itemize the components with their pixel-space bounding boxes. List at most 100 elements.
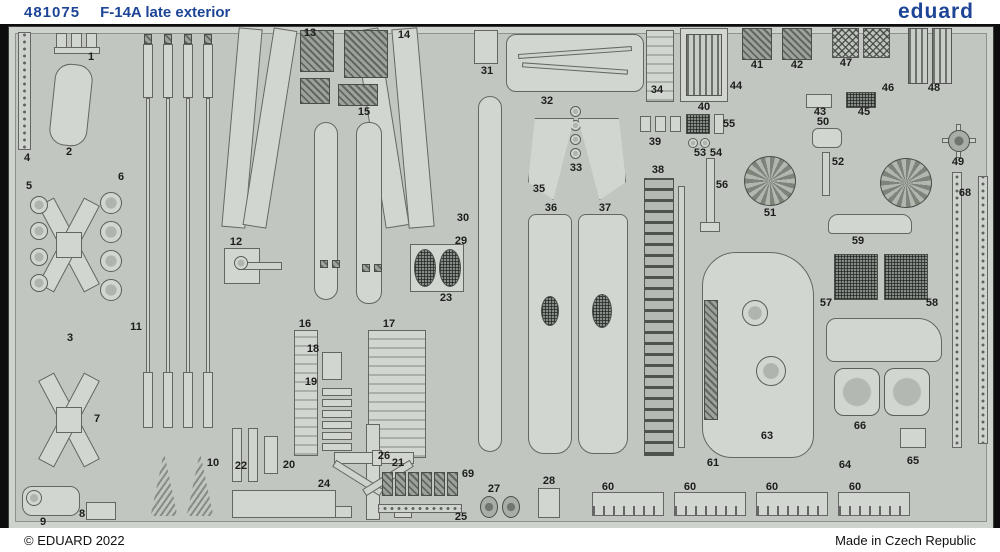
pe-part-shape	[686, 34, 722, 96]
pe-part-shape	[56, 407, 82, 433]
pe-part-shape	[640, 116, 651, 132]
part-number-label: 11	[130, 321, 142, 333]
pe-part-shape	[978, 176, 988, 444]
part-number-label: 10	[206, 457, 220, 469]
pe-part-shape	[742, 28, 772, 60]
pe-part-shape	[300, 30, 334, 72]
part-number-label: 44	[729, 80, 743, 92]
pe-part-shape	[100, 279, 122, 301]
pe-part-shape	[232, 490, 336, 518]
pe-part-shape	[248, 428, 258, 482]
pe-part-shape	[863, 28, 890, 58]
part-number-label: 60	[683, 481, 697, 493]
part-number-label: 19	[304, 376, 318, 388]
pe-part-shape	[183, 44, 193, 98]
pe-part-shape	[164, 34, 172, 44]
header-bar: 481075 F-14A late exterior eduard	[0, 0, 1000, 24]
part-number-label: 18	[306, 343, 320, 355]
pe-part-shape	[846, 92, 876, 108]
part-number-label: 32	[540, 95, 554, 107]
part-number-label: 41	[750, 59, 764, 71]
pe-part-shape	[700, 138, 710, 148]
part-number-label: 46	[881, 82, 895, 94]
pe-part-shape	[146, 98, 150, 388]
pe-part-shape	[322, 399, 352, 407]
pe-part-shape	[908, 28, 928, 84]
part-number-label: 66	[853, 420, 867, 432]
part-number-label: 12	[229, 236, 243, 248]
part-number-label: 21	[391, 457, 405, 469]
part-number-label: 17	[382, 318, 396, 330]
pe-part-shape	[421, 472, 432, 496]
pe-part-shape	[334, 506, 352, 518]
part-number-label: 63	[760, 430, 774, 442]
pe-part-shape	[502, 496, 520, 518]
pe-part-shape	[186, 98, 190, 388]
part-number-label: 38	[651, 164, 665, 176]
part-number-label: 61	[706, 457, 720, 469]
part-number-label: 2	[65, 146, 73, 158]
pe-part-shape	[54, 47, 100, 54]
pe-part-shape	[434, 472, 445, 496]
part-number-label: 48	[927, 82, 941, 94]
part-number-label: 68	[958, 187, 972, 199]
pe-part-shape	[30, 196, 48, 214]
pe-part-shape	[166, 98, 170, 388]
part-number-label: 8	[78, 508, 86, 520]
pe-part-shape	[184, 34, 192, 44]
pe-part-shape	[26, 490, 42, 506]
pe-part-shape	[541, 296, 559, 326]
pe-part-shape	[378, 504, 462, 513]
pe-part-shape	[447, 472, 458, 496]
part-number-label: 27	[487, 483, 501, 495]
pe-part-shape	[30, 222, 48, 240]
pe-part-shape	[570, 148, 581, 159]
pe-part-shape	[294, 330, 318, 456]
pe-part-shape	[372, 450, 382, 466]
part-number-label: 49	[951, 156, 965, 168]
part-number-label: 60	[765, 481, 779, 493]
pe-part-shape	[300, 78, 330, 104]
pe-part-shape	[700, 222, 720, 232]
pe-part-shape	[408, 472, 419, 496]
pe-part-shape	[395, 472, 406, 496]
pe-part-shape	[948, 130, 970, 152]
pe-part-shape	[655, 116, 666, 132]
pe-part-shape	[538, 488, 560, 518]
pe-part-shape	[320, 260, 328, 268]
pe-part-shape	[570, 134, 581, 145]
part-number-label: 52	[831, 156, 845, 168]
part-number-label: 40	[697, 101, 711, 113]
pe-part-shape	[56, 232, 82, 258]
pe-part-shape	[163, 372, 173, 428]
pe-part-shape	[382, 472, 393, 496]
pe-part-shape	[686, 114, 710, 134]
part-number-label: 16	[298, 318, 312, 330]
pe-part-shape	[30, 274, 48, 292]
pe-part-shape	[338, 84, 378, 106]
pe-part-shape	[880, 158, 932, 208]
pe-part-shape	[678, 186, 685, 448]
pe-part-shape	[356, 122, 382, 304]
part-number-label: 26	[377, 450, 391, 462]
pe-part-shape	[322, 410, 352, 418]
part-number-label: 30	[456, 212, 470, 224]
pe-part-shape	[366, 424, 380, 520]
part-number-label: 42	[790, 59, 804, 71]
pe-part-shape	[782, 28, 812, 60]
part-number-label: 35	[532, 183, 546, 195]
part-number-label: 13	[303, 27, 317, 39]
pe-part-shape	[234, 256, 248, 270]
pe-part-shape	[670, 116, 681, 132]
part-number-label: 5	[25, 180, 33, 192]
part-number-label: 20	[282, 459, 296, 471]
pe-part-shape	[322, 388, 352, 396]
pe-part-shape	[478, 96, 502, 452]
pe-part-shape	[528, 214, 572, 454]
part-number-label: 22	[234, 460, 248, 472]
part-number-label: 64	[838, 459, 852, 471]
pe-part-shape	[183, 372, 193, 428]
part-number-label: 7	[93, 413, 101, 425]
pe-part-shape	[706, 158, 715, 224]
part-number-label: 23	[439, 292, 453, 304]
